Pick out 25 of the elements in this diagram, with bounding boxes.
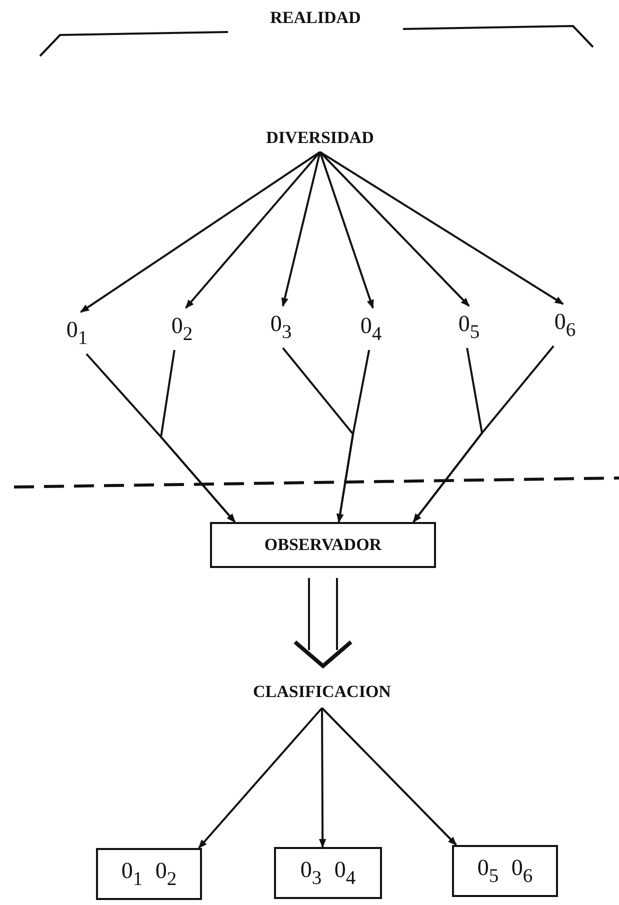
arrow [185,151,321,309]
object-label: 0$_{4}$ [352,308,390,350]
arrow [318,708,326,848]
group-box: 0$_{5}$ 0$_{6}$ [452,845,558,897]
node-label: CLASIFICACION [212,676,432,708]
arrow [160,350,236,523]
observer-box: OBSERVADOR [210,522,436,568]
arrow [281,152,321,307]
arrow [80,151,321,313]
arrow [198,707,323,849]
object-label: 0$_{1}$ [58,312,96,354]
arrow [319,151,470,307]
node-label: DIVERSIDAD [250,124,390,152]
object-label: 0$_{6}$ [546,304,584,346]
arrow [336,350,370,523]
object-label: 0$_{5}$ [450,306,488,348]
arrow [321,707,457,846]
title: REALIDAD [269,8,362,28]
object-label: 0$_{2}$ [163,308,201,350]
arrow [319,151,564,305]
object-label: 0$_{3}$ [262,306,300,348]
group-box: 0$_{3}$ 0$_{4}$ [274,847,382,899]
arrow [412,345,554,523]
group-box: 0$_{1}$ 0$_{2}$ [96,848,202,900]
arrow [319,152,374,309]
